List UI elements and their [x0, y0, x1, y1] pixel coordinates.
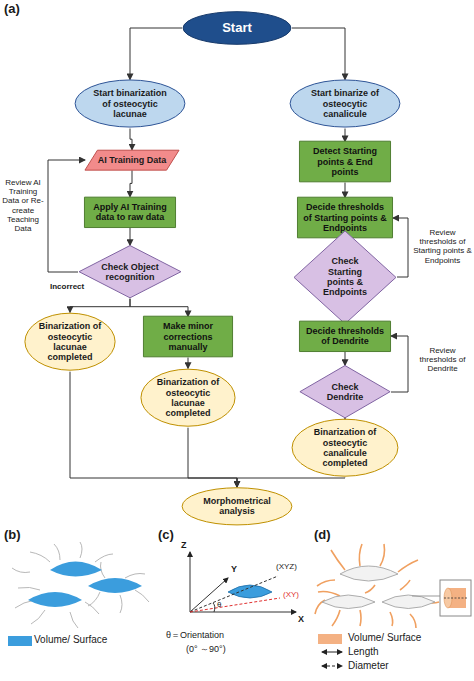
- node-text: Decide thresholds of Dendrite: [304, 326, 386, 347]
- start-ellipse: Start binarize of osteocytic canalicule: [289, 79, 401, 128]
- decision-diamond: Check Starting points & Endpoints: [293, 230, 397, 325]
- length-sample: [322, 652, 342, 653]
- flow-connector: [130, 129, 132, 150]
- annotation-label: (a): [4, 2, 20, 17]
- process-box: Decide thresholds of Dendrite: [299, 321, 391, 352]
- node-text: Start binarize of osteocytic canalicule: [303, 88, 387, 119]
- node-text: Morphometrical analysis: [195, 496, 279, 517]
- node-text: AI Training Data: [96, 155, 168, 165]
- process-box: Make minor corrections manually: [143, 316, 233, 357]
- node-text: Start: [192, 21, 282, 36]
- annotation-label: (0° ～90°): [186, 644, 226, 654]
- flow-connector: [345, 183, 346, 198]
- axes: [190, 552, 296, 612]
- node-text: Make minor corrections manually: [148, 321, 228, 352]
- canaliculus-cylinder: [444, 588, 468, 608]
- flow-connector: [188, 358, 189, 369]
- decision-diamond: Check Dendrite: [299, 365, 391, 418]
- flow-connector: [130, 227, 131, 245]
- annotation-label: θ: [217, 600, 221, 609]
- node-text: Check Starting points & Endpoints: [314, 256, 376, 297]
- annotation-label: Review thresholds of Dendrite: [413, 346, 472, 374]
- legend-label: Volume/ Surface: [34, 634, 107, 646]
- flow-connector: [391, 336, 408, 392]
- start-ellipse: Start binarization of osteocytic lacunae: [74, 79, 186, 128]
- node-text: Detect Starting points & End points: [304, 146, 386, 177]
- node-text: Decide thresholds of Starting points & E…: [302, 202, 388, 233]
- legend-swatch: [8, 636, 32, 646]
- flow-connector: [237, 478, 345, 487]
- node-text: Start binarization of osteocytic lacunae: [88, 88, 172, 119]
- annotation-label: Y: [231, 564, 237, 574]
- node-text: Check Object recognition: [99, 262, 161, 283]
- end-ellipse: Binarization of osteocytic canalicule co…: [291, 418, 399, 477]
- diameter-sample: [322, 666, 342, 667]
- flow-connector: [292, 28, 345, 79]
- inset-frame: [440, 580, 471, 616]
- legend-label: Diameter: [348, 660, 389, 672]
- data-parallelogram: AI Training Data: [84, 150, 180, 170]
- end-ellipse: Binarization of osteocytic lacunae compl…: [24, 312, 116, 371]
- flow-connector: [130, 170, 132, 196]
- canaliculi: [315, 544, 439, 628]
- node-text: Binarization of osteocytic lacunae compl…: [38, 321, 102, 362]
- annotation-label: Review thresholds of Starting points & E…: [413, 228, 472, 265]
- legend-swatch: [318, 634, 342, 644]
- legend-label: Volume/ Surface: [348, 632, 421, 644]
- annotation-label: Review AI Training Data or Re-create Tea…: [1, 178, 45, 233]
- node-text: Binarization of osteocytic canalicule co…: [305, 427, 385, 468]
- flow-connector: [48, 160, 85, 272]
- node-text: Binarization of osteocytic lacunae compl…: [154, 377, 222, 418]
- flow-connector: [70, 299, 130, 313]
- flow-connector: [345, 129, 346, 142]
- annotation-label: Incorrect: [50, 282, 84, 291]
- annotation-label: θ＝Orientation: [166, 630, 224, 640]
- annotation-label: (c): [158, 528, 174, 543]
- process-box: Apply AI Training data to raw data: [84, 197, 176, 228]
- node-text: Apply AI Training data to raw data: [89, 202, 171, 223]
- annotation-label: (XY): [283, 590, 299, 599]
- process-box: Detect Starting points & End points: [299, 141, 391, 182]
- legend-label: Length: [348, 646, 379, 658]
- flow-connector: [393, 218, 408, 277]
- flow-connector: [130, 28, 182, 79]
- end-ellipse: Binarization of osteocytic lacunae compl…: [140, 368, 236, 427]
- node-text: Check Dendrite: [317, 382, 373, 403]
- start-terminal: Start: [182, 11, 292, 45]
- lacunae: [28, 562, 142, 608]
- decision-diamond: Check Object recognition: [78, 245, 182, 298]
- leader-line: [412, 596, 440, 597]
- annotation-label: X: [298, 614, 304, 624]
- end-ellipse: Morphometrical analysis: [181, 487, 293, 526]
- annotation-label: (d): [314, 528, 331, 543]
- flow-connector: [345, 351, 346, 365]
- flow-connector: [130, 299, 188, 317]
- xyz-axis: [190, 576, 278, 612]
- xy-projection: [190, 598, 280, 612]
- angle-arc: [213, 603, 215, 612]
- annotation-label: (XYZ): [276, 562, 297, 571]
- lacunae: [322, 566, 435, 609]
- canaliculi: [12, 542, 149, 628]
- annotation-label: (b): [4, 528, 21, 543]
- annotation-label: Z: [181, 540, 187, 550]
- flow-connector: [188, 428, 237, 487]
